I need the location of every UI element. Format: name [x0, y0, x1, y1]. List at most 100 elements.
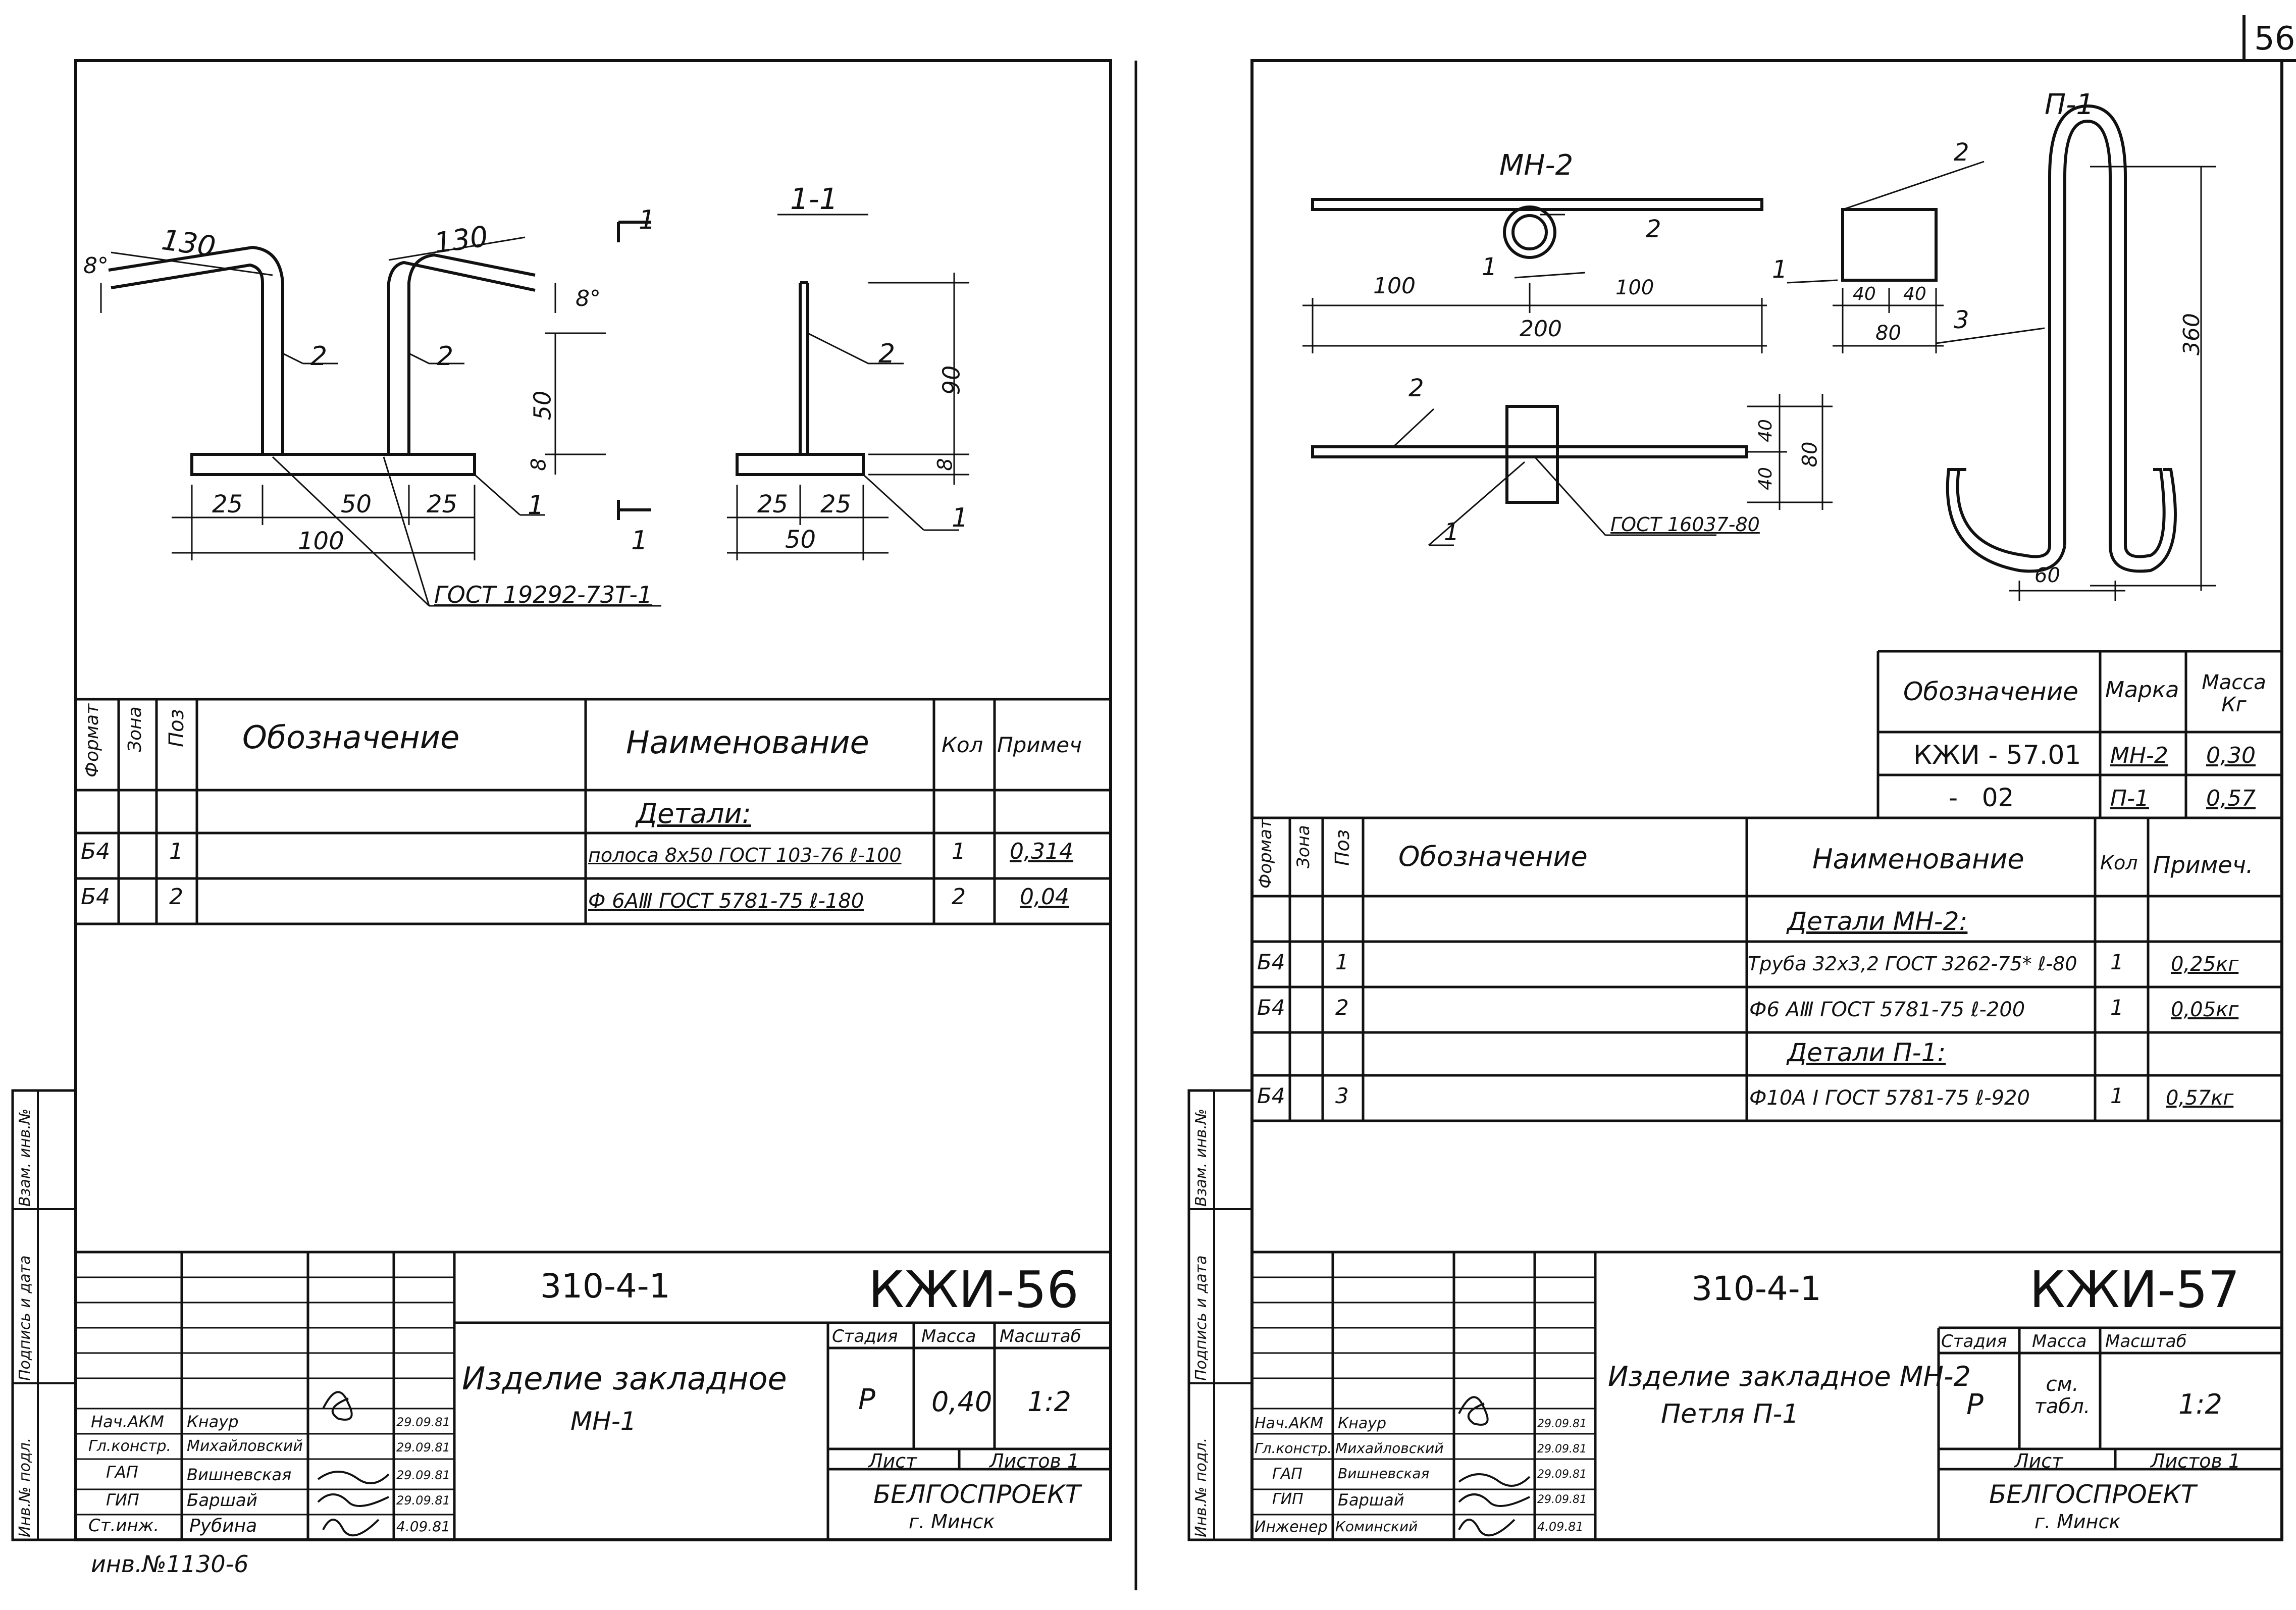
tb1-signer3-date: 29.09.81	[396, 1468, 450, 1482]
spec1-header-name: Наименование	[626, 724, 869, 761]
spec2-row1-pos: 1	[1335, 950, 1349, 974]
tb1-signer1-name: Кнаур	[187, 1412, 239, 1431]
mh2-dim-40c: 40	[1755, 467, 1776, 490]
tb1-stage: Р	[858, 1383, 875, 1416]
tb1-signer1-date: 29.09.81	[396, 1415, 450, 1429]
tb2-org: БЕЛГОСПРОЕКТ	[1989, 1480, 2197, 1509]
mh2-pos2-b: 2	[1954, 138, 1969, 167]
spec2-row2-pos: 2	[1335, 995, 1349, 1020]
side2-inv: Инв.№ подл.	[1192, 1437, 1210, 1537]
dim-50-c: 50	[785, 526, 816, 554]
tb2-signer5-date: 4.09.81	[1537, 1520, 1584, 1534]
tb2-scale-label: Масштаб	[2105, 1331, 2187, 1352]
spec2-section2: Детали П-1:	[1787, 1038, 1946, 1067]
mass-header-mass: Масса Кг	[2202, 671, 2266, 716]
tb2-sheet-label: Лист	[2014, 1450, 2063, 1472]
mh2-dim-80b: 80	[1798, 441, 1822, 468]
pos-2-b: 2	[437, 341, 454, 372]
tb1-mass-label: Масса	[921, 1326, 976, 1346]
tb1-signer4-name: Баршай	[187, 1490, 257, 1511]
mh2-dim-40a: 40	[1853, 284, 1876, 304]
tb1-title: Изделие закладное	[462, 1360, 787, 1397]
tb2-signer5-name: Коминский	[1335, 1518, 1418, 1535]
tb1-city: г. Минск	[909, 1511, 995, 1533]
tb2-project: 310-4-1	[1691, 1269, 1821, 1308]
tb1-sheet-label: Лист	[868, 1450, 917, 1472]
spec2-row3-format: Б4	[1257, 1083, 1285, 1108]
pos-1-a: 1	[528, 490, 545, 521]
mh2-dim-40b: 40	[1903, 284, 1926, 304]
tb1-signer5-date: 4.09.81	[396, 1518, 450, 1535]
tb1-subtitle: МН-1	[570, 1407, 637, 1436]
spec1-row2-pos: 2	[169, 884, 183, 910]
inventory-note: инв.№1130-6	[91, 1550, 249, 1578]
tb1-signer5-role: Ст.инж.	[88, 1516, 160, 1536]
label-mh2: МН-2	[1499, 149, 1574, 182]
angle-left: 8°	[83, 253, 109, 279]
dim-8b-vert: 8	[933, 458, 957, 471]
spec2-row3-note: 0,57кг	[2166, 1086, 2234, 1110]
tb2-sheets-label: Листов 1	[2151, 1450, 2241, 1472]
tb2-signer1-role: Нач.АКМ	[1255, 1415, 1323, 1432]
spec1-row1-name: полоса 8х50 ГОСТ 103-76 ℓ-100	[588, 844, 902, 866]
gost-weld-1: ГОСТ 19292-73Т-1	[434, 581, 653, 608]
sheet1-spec-table	[76, 698, 1111, 1540]
mass-row1-designation: КЖИ - 57.01	[1913, 740, 2081, 770]
spec1-header-format: Формат	[82, 703, 102, 777]
side2-podp: Подпись и дата	[1192, 1255, 1210, 1381]
mh2-dim-80: 80	[1875, 322, 1901, 345]
spec2-row1-format: Б4	[1257, 950, 1285, 974]
spec1-row1-format: Б4	[81, 839, 111, 864]
tb1-mass: 0,40	[931, 1386, 993, 1418]
tb1-signer2-name: Михайловский	[187, 1437, 303, 1455]
tb2-code: КЖИ-57	[2029, 1260, 2240, 1319]
page-number: 56	[2254, 20, 2295, 58]
mass-row2-mark: П-1	[2110, 786, 2149, 811]
tb2-stage: Р	[1966, 1388, 1984, 1421]
pos-1-c: 1	[952, 503, 969, 533]
tb1-sheets-label: Листов 1	[989, 1450, 1080, 1472]
tb2-signer4-date: 29.09.81	[1537, 1493, 1587, 1506]
dim-100: 100	[298, 527, 344, 555]
tb2-city: г. Минск	[2034, 1511, 2121, 1533]
dim-25-a: 25	[212, 490, 243, 518]
spec2-header-pos: Поз	[1331, 829, 1353, 866]
p1-dim-360: 360	[2178, 313, 2205, 355]
tb1-signer2-date: 29.09.81	[396, 1440, 450, 1455]
spec2-row1-note: 0,25кг	[2171, 953, 2239, 976]
dim-8-vert: 8	[527, 458, 551, 471]
tb2-signer4-role: ГИП	[1272, 1490, 1303, 1508]
tb1-signer1-role: Нач.АКМ	[91, 1412, 164, 1431]
spec2-header-name: Наименование	[1812, 843, 2024, 875]
spec2-row3-qty: 1	[2110, 1083, 2124, 1108]
spec1-row2-qty: 2	[952, 884, 966, 910]
spec1-header-note: Примеч	[997, 733, 1082, 757]
mh1-drawing	[108, 245, 865, 476]
dim-130-left: 130	[160, 223, 218, 264]
tb2-title: Изделие закладное МН-2	[1608, 1361, 1971, 1392]
tb2-signer4-name: Баршай	[1338, 1490, 1404, 1510]
mass-row1-mark: МН-2	[2110, 743, 2168, 768]
mh2-dim-100b: 100	[1615, 276, 1654, 299]
tb1-signer4-role: ГИП	[106, 1490, 139, 1510]
tb2-stage-label: Стадия	[1941, 1331, 2007, 1352]
mass-row2-mass: 0,57	[2206, 786, 2256, 811]
dim-25-d: 25	[820, 490, 852, 518]
spec2-row3-pos: 3	[1335, 1083, 1349, 1108]
side2-vzam: Взам. инв.№	[1192, 1108, 1210, 1207]
p1-pos3: 3	[1954, 306, 1969, 334]
tb2-mass-label: Масса	[2032, 1331, 2087, 1352]
mass-header-mark: Марка	[2105, 677, 2179, 703]
tb1-signer3-role: ГАП	[106, 1463, 138, 1482]
spec1-header-pos: Поз	[165, 709, 188, 747]
spec2-header-zone: Зона	[1293, 825, 1314, 868]
pos-2-c: 2	[878, 339, 896, 369]
dim-25-c: 25	[757, 490, 789, 518]
tb2-subtitle: Петля П-1	[1661, 1399, 1799, 1429]
spec1-row1-pos: 1	[169, 839, 183, 864]
spec2-header-qty: Кол	[2100, 852, 2138, 874]
tb1-signer3-name: Вишневская	[187, 1465, 292, 1484]
tb1-stage-label: Стадия	[832, 1326, 898, 1346]
spec2-row2-name: Ф6 АⅢ ГОСТ 5781-75 ℓ-200	[1749, 998, 2025, 1021]
spec1-row2-note: 0,04	[1020, 884, 1069, 910]
